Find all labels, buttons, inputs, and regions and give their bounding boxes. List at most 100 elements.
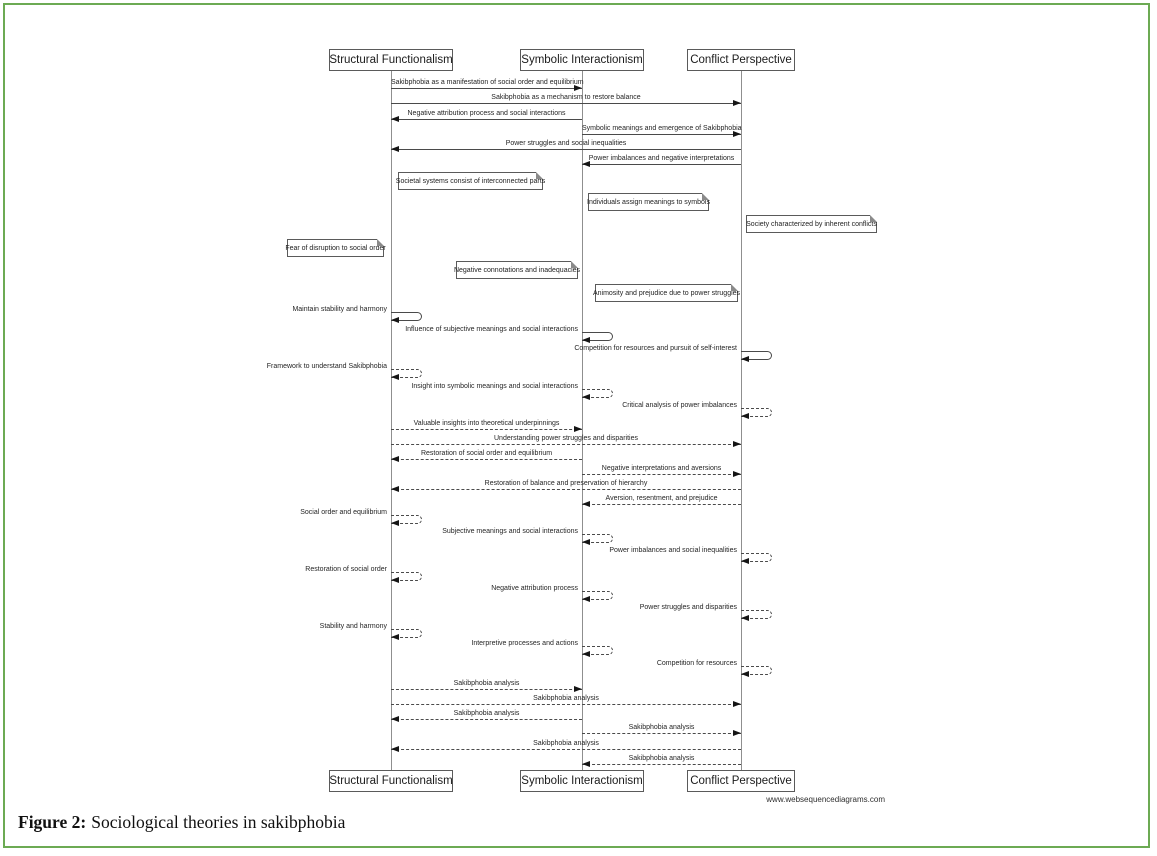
watermark: www.websequencediagrams.com bbox=[766, 795, 885, 804]
message-5-arrowhead-icon bbox=[582, 161, 590, 167]
actor-box-bottom-si: Symbolic Interactionism bbox=[520, 770, 644, 792]
message-sf-to-cp-line-13 bbox=[391, 704, 741, 705]
self-message-si-loop-7 bbox=[582, 534, 613, 543]
self-message-8-arrowhead-icon bbox=[741, 558, 749, 564]
figure-frame bbox=[3, 3, 1150, 848]
message-12-arrowhead-icon bbox=[574, 686, 582, 692]
message-sf-to-si-label-0: Sakibphobia as a manifestation of social… bbox=[391, 79, 584, 86]
self-message-cp-label-8: Power imbalances and social inequalities bbox=[609, 547, 737, 554]
self-message-5-arrowhead-icon bbox=[741, 413, 749, 419]
message-7-arrowhead-icon bbox=[733, 441, 741, 447]
message-si-to-sf-line-2 bbox=[391, 119, 582, 120]
self-message-sf-loop-12 bbox=[391, 629, 422, 638]
message-13-arrowhead-icon bbox=[733, 701, 741, 707]
self-message-10-arrowhead-icon bbox=[582, 596, 590, 602]
lifeline-si bbox=[582, 71, 583, 772]
message-9-arrowhead-icon bbox=[733, 471, 741, 477]
actor-box-top-sf: Structural Functionalism bbox=[329, 49, 453, 71]
actor-box-top-cp: Conflict Perspective bbox=[687, 49, 795, 71]
message-11-arrowhead-icon bbox=[582, 501, 590, 507]
self-message-si-loop-10 bbox=[582, 591, 613, 600]
message-cp-to-sf-line-10 bbox=[391, 489, 741, 490]
message-3-arrowhead-icon bbox=[733, 131, 741, 137]
self-message-3-arrowhead-icon bbox=[391, 374, 399, 380]
self-message-14-arrowhead-icon bbox=[741, 671, 749, 677]
note-3: Fear of disruption to social order bbox=[285, 239, 386, 257]
actor-box-top-si: Symbolic Interactionism bbox=[520, 49, 644, 71]
message-10-arrowhead-icon bbox=[391, 486, 399, 492]
self-message-si-label-7: Subjective meanings and social interacti… bbox=[442, 528, 578, 535]
self-message-sf-label-6: Social order and equilibrium bbox=[300, 509, 387, 516]
message-sf-to-si-label-12: Sakibphobia analysis bbox=[453, 680, 520, 687]
message-15-arrowhead-icon bbox=[733, 730, 741, 736]
self-message-9-arrowhead-icon bbox=[391, 577, 399, 583]
lifeline-sf bbox=[391, 71, 392, 772]
self-message-cp-label-2: Competition for resources and pursuit of… bbox=[574, 345, 737, 352]
self-message-sf-loop-6 bbox=[391, 515, 422, 524]
message-sf-to-si-line-0 bbox=[391, 88, 582, 89]
self-message-sf-label-9: Restoration of social order bbox=[305, 566, 387, 573]
self-message-cp-label-11: Power struggles and disparities bbox=[639, 604, 737, 611]
message-si-to-cp-label-3: Symbolic meanings and emergence of Sakib… bbox=[582, 125, 742, 132]
message-cp-to-sf-label-10: Restoration of balance and preservation … bbox=[484, 480, 648, 487]
message-si-to-cp-line-3 bbox=[582, 134, 741, 135]
self-message-cp-loop-14 bbox=[741, 666, 772, 675]
note-4: Negative connotations and inadequacies bbox=[454, 261, 580, 279]
message-cp-to-si-line-5 bbox=[582, 164, 741, 165]
message-16-arrowhead-icon bbox=[391, 746, 399, 752]
self-message-si-loop-13 bbox=[582, 646, 613, 655]
message-si-to-sf-label-8: Restoration of social order and equilibr… bbox=[420, 450, 553, 457]
message-4-arrowhead-icon bbox=[391, 146, 399, 152]
self-message-6-arrowhead-icon bbox=[391, 520, 399, 526]
message-sf-to-cp-label-1: Sakibphobia as a mechanism to restore ba… bbox=[491, 94, 641, 101]
self-message-12-arrowhead-icon bbox=[391, 634, 399, 640]
self-message-7-arrowhead-icon bbox=[582, 539, 590, 545]
self-message-si-loop-1 bbox=[582, 332, 613, 341]
note-1: Individuals assign meanings to symbols bbox=[587, 193, 710, 211]
actor-box-bottom-cp: Conflict Perspective bbox=[687, 770, 795, 792]
self-message-1-arrowhead-icon bbox=[582, 337, 590, 343]
message-si-to-cp-label-15: Sakibphobia analysis bbox=[628, 724, 695, 731]
message-sf-to-si-line-6 bbox=[391, 429, 582, 430]
lifeline-cp bbox=[741, 71, 742, 772]
note-2: Society characterized by inherent confli… bbox=[746, 215, 877, 233]
figure-caption: Figure 2:Sociological theories in sakibp… bbox=[18, 812, 345, 833]
self-message-cp-loop-5 bbox=[741, 408, 772, 417]
message-sf-to-cp-label-7: Understanding power struggles and dispar… bbox=[494, 435, 638, 442]
self-message-cp-label-14: Competition for resources bbox=[656, 660, 737, 667]
message-cp-to-si-label-11: Aversion, resentment, and prejudice bbox=[605, 495, 718, 502]
message-0-arrowhead-icon bbox=[574, 85, 582, 91]
self-message-cp-loop-11 bbox=[741, 610, 772, 619]
message-si-to-cp-line-15 bbox=[582, 733, 741, 734]
figure-caption-label: Figure 2: bbox=[18, 812, 87, 832]
message-si-to-cp-line-9 bbox=[582, 474, 741, 475]
self-message-sf-label-12: Stability and harmony bbox=[319, 623, 387, 630]
self-message-2-arrowhead-icon bbox=[741, 356, 749, 362]
actor-box-bottom-sf: Structural Functionalism bbox=[329, 770, 453, 792]
message-sf-to-cp-label-13: Sakibphobia analysis bbox=[533, 695, 599, 702]
self-message-sf-label-0: Maintain stability and harmony bbox=[292, 306, 387, 313]
message-si-to-sf-line-8 bbox=[391, 459, 582, 460]
note-0: Societal systems consist of interconnect… bbox=[396, 172, 545, 190]
message-si-to-sf-label-2: Negative attribution process and social … bbox=[407, 110, 566, 117]
message-cp-to-si-label-5: Power imbalances and negative interpreta… bbox=[588, 155, 735, 162]
message-8-arrowhead-icon bbox=[391, 456, 399, 462]
self-message-0-arrowhead-icon bbox=[391, 317, 399, 323]
self-message-cp-label-5: Critical analysis of power imbalances bbox=[622, 402, 737, 409]
message-sf-to-si-line-12 bbox=[391, 689, 582, 690]
note-5: Animosity and prejudice due to power str… bbox=[593, 284, 740, 302]
message-14-arrowhead-icon bbox=[391, 716, 399, 722]
message-cp-to-sf-label-4: Power struggles and social inequalities bbox=[505, 140, 627, 147]
message-cp-to-si-label-17: Sakibphobia analysis bbox=[628, 755, 695, 762]
self-message-sf-loop-3 bbox=[391, 369, 422, 378]
self-message-si-label-10: Negative attribution process bbox=[491, 585, 578, 592]
message-1-arrowhead-icon bbox=[733, 100, 741, 106]
self-message-si-label-13: Interpretive processes and actions bbox=[471, 640, 578, 647]
message-sf-to-cp-line-1 bbox=[391, 103, 741, 104]
self-message-si-loop-4 bbox=[582, 389, 613, 398]
message-sf-to-cp-line-7 bbox=[391, 444, 741, 445]
message-cp-to-sf-line-4 bbox=[391, 149, 741, 150]
figure-caption-text: Sociological theories in sakibphobia bbox=[91, 812, 346, 832]
